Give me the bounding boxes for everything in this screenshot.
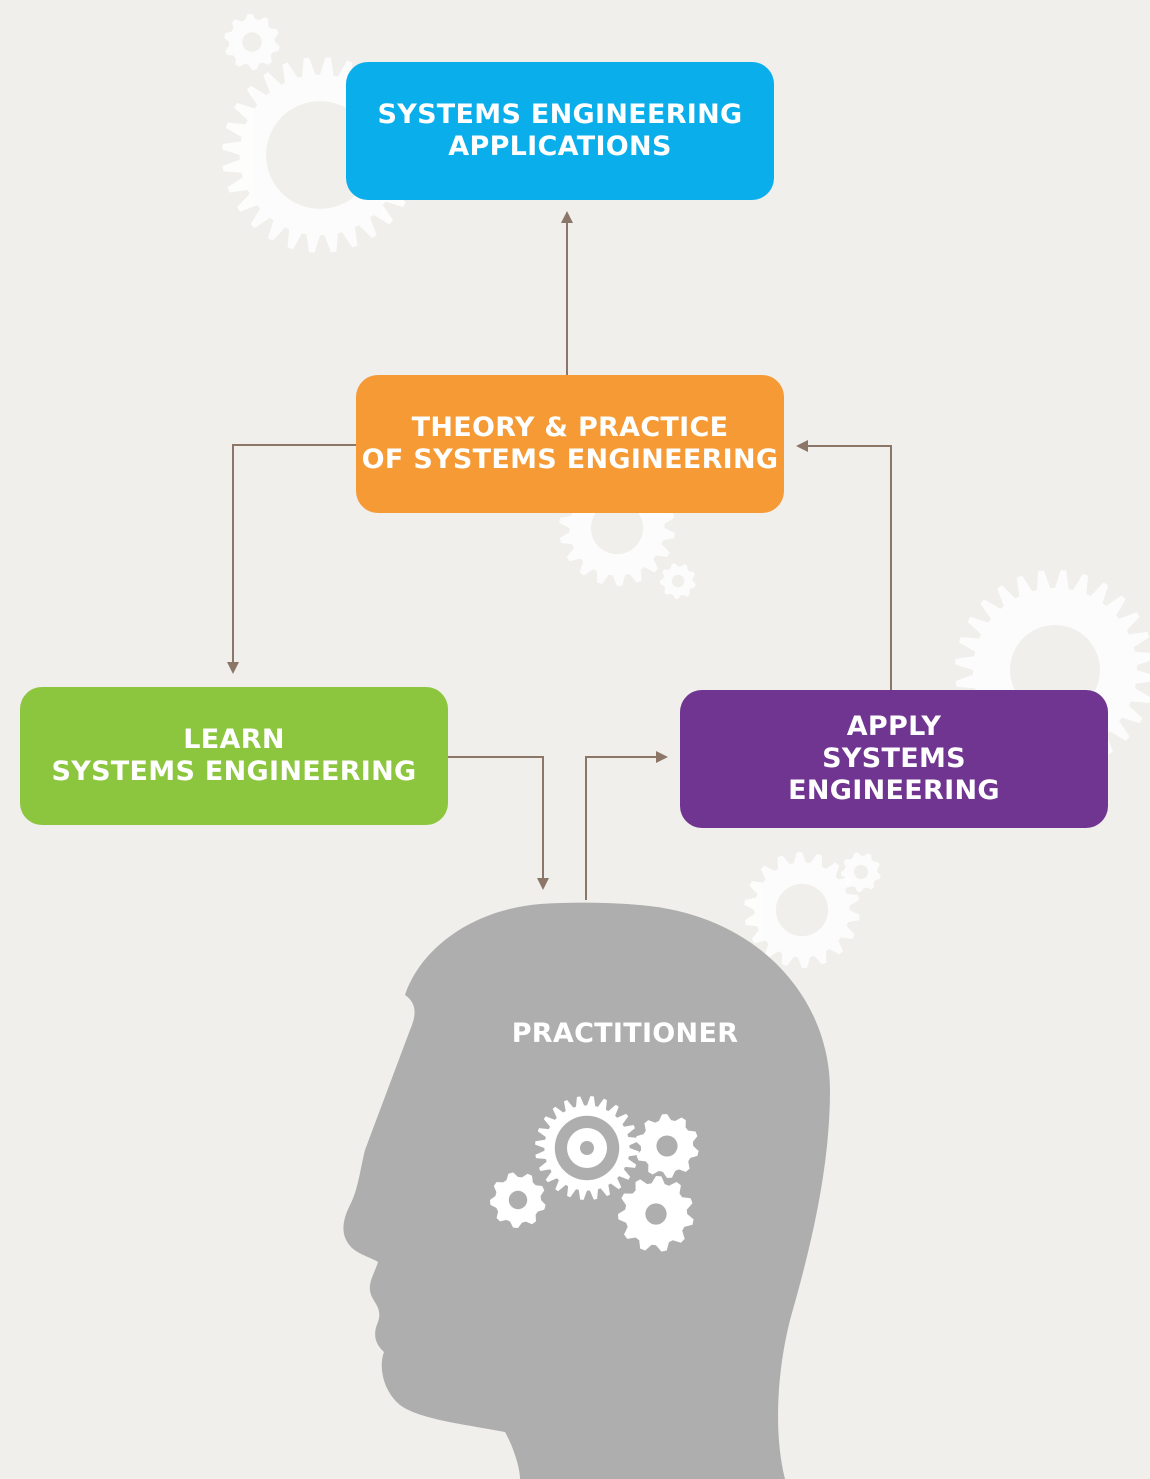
gear-hub-hole-icon [580,1141,594,1155]
gear-icon [660,563,696,599]
node-theory-line-2: OF SYSTEMS ENGINEERING [361,444,779,475]
node-learn-line-1: LEARN [183,724,285,755]
arrow-theory-to-learn [227,444,356,674]
gear-icon [618,1176,694,1252]
gear-icon [490,1172,546,1228]
practitioner-label: PRACTITIONER [511,1018,739,1049]
connectors [227,211,892,900]
node-applications-line-2: APPLICATIONS [448,131,672,162]
gear-icon [744,852,860,968]
node-theory-line-1: THEORY & PRACTICE [411,412,729,443]
node-apply-line-2: SYSTEMS [822,743,966,774]
gear-icon [224,14,280,70]
node-learn-systems-engineering: LEARN SYSTEMS ENGINEERING [20,687,448,825]
gear-icon [841,852,881,892]
node-systems-engineering-applications: SYSTEMS ENGINEERING APPLICATIONS [346,62,774,200]
node-learn-line-2: SYSTEMS ENGINEERING [51,756,417,787]
head-gears [490,1096,699,1252]
node-apply-line-3: ENGINEERING [788,775,1000,806]
node-apply-line-1: APPLY [846,711,942,742]
node-apply-systems-engineering: APPLY SYSTEMS ENGINEERING [680,690,1108,828]
arrow-learn-to-practitioner [448,756,549,890]
arrow-apply-to-theory [796,440,892,690]
gear-icon [635,1114,699,1178]
arrow-practitioner-to-apply [585,751,668,900]
node-applications-line-1: SYSTEMS ENGINEERING [377,99,743,130]
node-theory-and-practice: THEORY & PRACTICE OF SYSTEMS ENGINEERING [356,375,784,513]
